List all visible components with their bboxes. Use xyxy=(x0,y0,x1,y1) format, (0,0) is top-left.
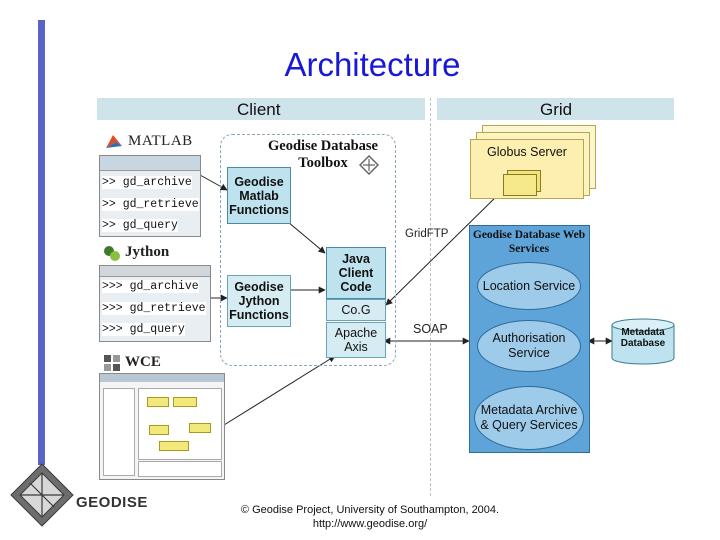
toolbox-title: Geodise Database Toolbox xyxy=(268,138,378,171)
matlab-to-toolbox-arrow xyxy=(199,174,228,191)
matlab-command-1: >> gd_archive xyxy=(102,176,192,189)
wce-console xyxy=(138,461,222,477)
cog-box: Co.G xyxy=(326,299,386,321)
toolbox-boundary xyxy=(220,134,396,366)
jython-logo-icon xyxy=(104,246,120,261)
footer-url[interactable]: http://www.geodise.org/ xyxy=(312,518,428,530)
wce-name: WCE xyxy=(125,354,161,370)
matlab-functions-box: Geodise Matlab Functions xyxy=(227,167,291,224)
jython-name: Jython xyxy=(125,244,170,260)
location-service: Location Service xyxy=(477,262,581,310)
geodise-logo-text: GEODISE xyxy=(76,494,148,511)
matlab-logo-icon xyxy=(106,135,122,148)
jython-command-1: >>> gd_archive xyxy=(102,280,199,293)
footer-copyright: © Geodise Project, University of Southam… xyxy=(240,504,500,516)
jython-logo: Jython xyxy=(102,243,222,265)
footer: © Geodise Project, University of Southam… xyxy=(210,503,530,531)
metadata-database-label: Metadata Database xyxy=(620,327,666,349)
jython-command-3: >>> gd_query xyxy=(102,323,185,336)
wce-canvas xyxy=(138,388,222,460)
globus-node xyxy=(503,174,537,196)
wce-node xyxy=(147,397,169,407)
matlab-command-3: >> gd_query xyxy=(102,219,178,232)
globus-server-label: Globus Server xyxy=(487,145,567,159)
accent-bar xyxy=(38,20,45,465)
apache-axis-box: Apache Axis xyxy=(326,322,386,358)
matlab-window: >> gd_archive >> gd_retrieve >> gd_query xyxy=(99,155,201,237)
wce-node xyxy=(189,423,211,433)
slide-title: Architecture xyxy=(284,46,461,83)
wce-node xyxy=(149,425,169,435)
metadata-services: Metadata Archive & Query Services xyxy=(474,386,584,450)
soap-label: SOAP xyxy=(413,322,448,336)
globus-server: Globus Server xyxy=(470,139,584,199)
wce-node xyxy=(159,441,189,451)
matlab-toolbar xyxy=(100,156,200,171)
wce-to-toolbox-arrow xyxy=(223,355,336,426)
wce-toolbar xyxy=(100,374,224,382)
authorisation-service: Authorisation Service xyxy=(477,320,581,372)
client-header-label: Client xyxy=(237,100,281,119)
geodise-mini-icon xyxy=(359,155,379,175)
matlab-name: MATLAB xyxy=(128,133,193,149)
matlab-command-2: >> gd_retrieve xyxy=(102,198,199,211)
wce-logo: WCE xyxy=(102,353,202,375)
jython-toolbar xyxy=(100,266,210,277)
wce-tree-panel xyxy=(103,388,135,476)
wce-logo-icon xyxy=(104,355,120,371)
geodise-logo-icon xyxy=(10,463,74,527)
grid-header: Grid xyxy=(437,98,674,120)
grid-header-label: Grid xyxy=(540,100,573,119)
jython-window: >>> gd_archive >>> gd_retrieve >>> gd_qu… xyxy=(99,265,211,342)
gridftp-arrow xyxy=(385,189,504,306)
wce-window xyxy=(99,373,225,480)
jython-functions-box: Geodise Jython Functions xyxy=(227,275,291,327)
gridftp-label: GridFTP xyxy=(405,228,449,240)
client-header: Client xyxy=(97,98,425,120)
database-icon xyxy=(611,318,675,365)
matlab-logo: MATLAB xyxy=(104,132,224,154)
wce-node xyxy=(173,397,197,407)
jython-command-2: >>> gd_retrieve xyxy=(102,302,206,315)
java-client-code-box: Java Client Code xyxy=(326,247,386,299)
matlab-fn-to-java-arrow xyxy=(287,221,326,254)
web-services-title: Geodise Database Web Services xyxy=(472,229,586,255)
